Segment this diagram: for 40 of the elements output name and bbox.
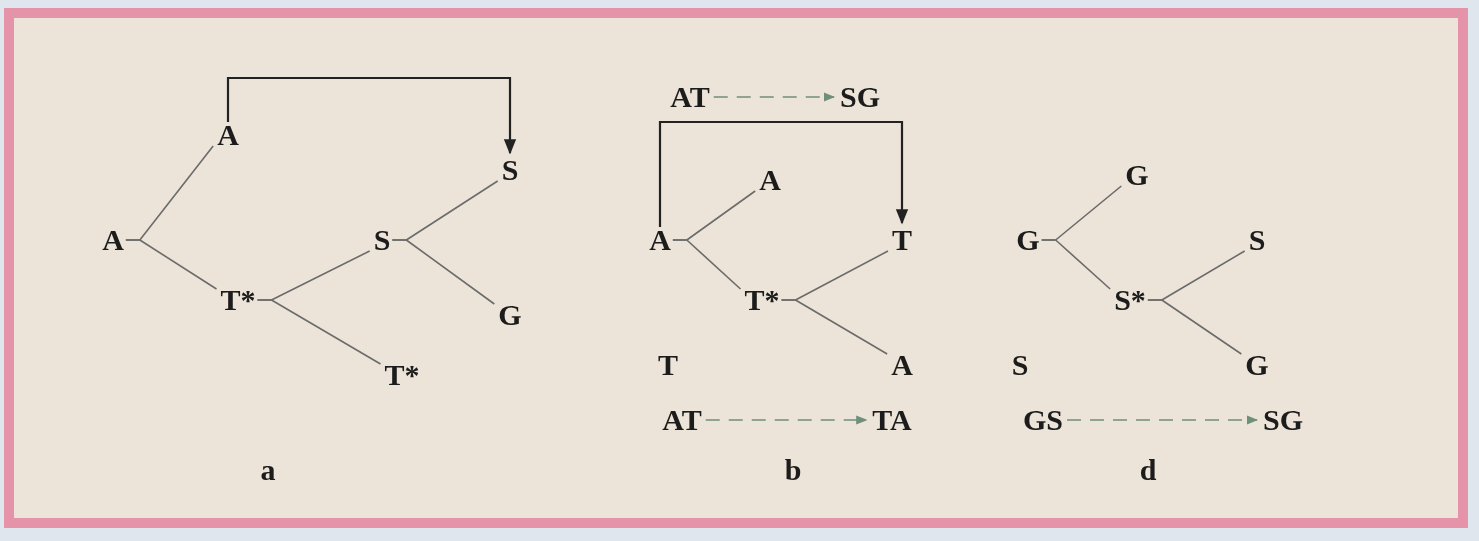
base-letter: G (1245, 350, 1269, 380)
bracket-arrow (226, 76, 517, 155)
base-letter: S (1011, 350, 1029, 380)
base-letter: A (759, 165, 781, 195)
base-letter: AT (662, 405, 702, 435)
base-letter: S* (1114, 285, 1146, 315)
base-letter: G (1125, 160, 1149, 190)
base-letter: T (892, 225, 912, 255)
base-letter: G (498, 300, 522, 330)
dashed-arrow (704, 415, 868, 425)
base-letter: A (649, 225, 671, 255)
base-letter: A (891, 350, 913, 380)
panel-label: a (260, 455, 276, 485)
branch-line (1147, 299, 1243, 355)
base-letter: S (1248, 225, 1266, 255)
base-letter: S (501, 155, 519, 185)
branch-line (1040, 239, 1111, 290)
panel-label: b (784, 455, 802, 485)
base-letter: T (658, 350, 678, 380)
base-letter: T* (220, 285, 256, 315)
base-letter: T* (384, 360, 420, 390)
panel-label: d (1139, 455, 1157, 485)
base-letter: GS (1023, 405, 1063, 435)
base-letter: AT (670, 82, 710, 112)
base-letter: A (217, 120, 239, 150)
branch-line (780, 299, 888, 355)
dashed-arrow (712, 92, 836, 102)
base-letter: A (102, 225, 124, 255)
dashed-arrow (1066, 415, 1259, 425)
branch-line (391, 239, 496, 305)
base-letter: S (373, 225, 391, 255)
bracket-arrow (658, 120, 909, 227)
branch-line (672, 239, 742, 290)
base-letter: G (1016, 225, 1040, 255)
branch-line (125, 239, 218, 290)
base-letter: TA (872, 405, 912, 435)
base-letter: T* (744, 285, 780, 315)
base-letter: SG (840, 82, 880, 112)
base-letter: SG (1263, 405, 1303, 435)
branch-line (256, 299, 382, 365)
